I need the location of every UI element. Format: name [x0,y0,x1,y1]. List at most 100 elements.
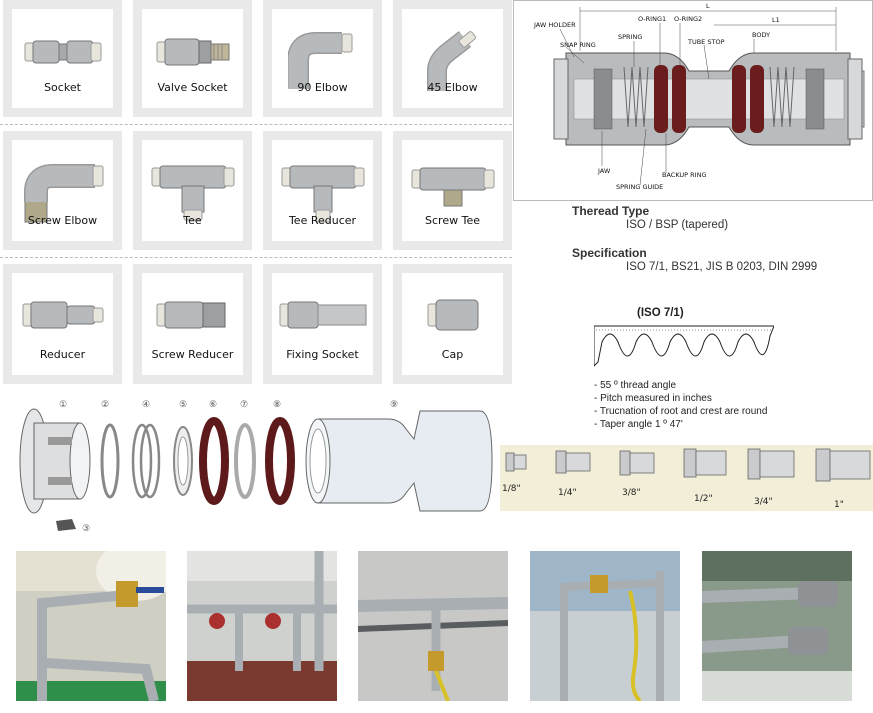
divider [0,124,512,125]
thread-size-label: 1/4" [558,488,577,498]
backup-ring-label: BACKUP RING [662,171,707,179]
thread-sizes-strip: 1/8" 1/4" 3/8" 1/2" 3/4" 1" [500,445,873,511]
part-number: ⑥ [209,399,218,409]
product-tile-socket[interactable]: Socket [3,0,122,117]
divider [0,257,512,258]
jaw-label: JAW [598,167,611,175]
product-tile-cap[interactable]: Cap [393,264,512,384]
photo-illustration [16,551,166,701]
snap-ring-label: SNAP RING [560,41,596,49]
thread-size-label: 3/8" [622,488,641,498]
screw-reducer-icon [156,301,225,329]
part-number: ⑦ [240,399,249,409]
installation-photo [358,551,508,701]
product-label: 90 Elbow [297,81,348,94]
thread-size-label: 1" [834,500,844,510]
iso-title: (ISO 7/1) [637,307,684,319]
product-card: Socket [12,9,113,108]
tee-icon [151,165,234,221]
product-label: Socket [44,81,81,94]
screw-elbow-icon [23,164,103,223]
product-card: Screw Reducer [142,273,243,375]
tee-reducer-icon [281,165,364,223]
90-elbow-icon [287,32,352,89]
product-tile-tee[interactable]: Tee [133,131,252,250]
product-label: Fixing Socket [286,348,359,361]
thread-size-label: 3/4" [754,497,773,507]
product-label: Tee Reducer [288,214,357,227]
product-grid: Socket Valve Socket 90 Elbow [0,0,512,384]
specification-heading: Specification [572,246,647,260]
product-tile-reducer[interactable]: Reducer [3,264,122,384]
installation-photo [702,551,852,701]
product-tile-90-elbow[interactable]: 90 Elbow [263,0,382,117]
part-number: ⑤ [179,399,188,409]
product-tile-45-elbow[interactable]: 45 Elbow [393,0,512,117]
parts-illustration [19,408,493,531]
reducer-icon [22,301,103,329]
body-label: BODY [752,31,771,39]
product-card: Screw Tee [402,140,503,241]
bullet-item: - Taper angle 1 º 47' [594,419,683,430]
product-card: Cap [402,273,503,375]
thread-type-heading: Theread Type [572,204,650,218]
cross-section-drawing: L L1 JAW HOLDER SNAP RING SPRING O-RING1… [513,0,873,201]
thread-type-value: ISO / BSP (tapered) [626,219,729,231]
product-card: 45 Elbow [402,9,503,108]
photo-illustration [530,551,680,701]
part-number: ① [59,399,68,409]
bullet-item: - Trucnation of root and crest are round [594,406,768,417]
exploded-parts-view: ① ② ④ ⑤ ⑥ ⑦ ⑧ ⑨ ③ [0,397,500,537]
product-card: Tee [142,140,243,241]
product-tile-screw-reducer[interactable]: Screw Reducer [133,264,252,384]
product-label: Tee [183,214,202,227]
product-tile-fixing-socket[interactable]: Fixing Socket [263,264,382,384]
dim-total-label: L [706,2,710,10]
socket-icon [24,40,101,64]
product-tile-screw-elbow[interactable]: Screw Elbow [3,131,122,250]
product-card: Screw Elbow [12,140,113,241]
product-label: Reducer [39,348,86,361]
screw-tee-icon [411,167,494,207]
jaw-holder-label: JAW HOLDER [534,21,576,29]
thread-sizes-illustration [505,448,871,482]
installation-photo [530,551,680,701]
part-number: ② [101,399,110,409]
fixing-socket-icon [279,301,366,329]
product-card: 90 Elbow [272,9,373,108]
product-tile-tee-reducer[interactable]: Tee Reducer [263,131,382,250]
part-number: ⑨ [390,399,399,409]
specification-value: ISO 7/1, BS21, JIS B 0203, DIN 2999 [626,261,818,273]
installation-photo [187,551,337,701]
product-tile-valve-socket[interactable]: Valve Socket [133,0,252,117]
thread-profile-diagram [594,325,774,367]
part-number: ⑧ [273,399,282,409]
cross-section-diagram [553,7,865,186]
thread-size-label: 1/2" [694,494,713,504]
photo-illustration [187,551,337,701]
part-number: ④ [142,399,151,409]
product-label: Screw Elbow [27,214,98,227]
thread-spec-list: - 55 º thread angle - Pitch measured in … [594,379,767,431]
product-label: Screw Tee [425,214,480,227]
photo-illustration [702,551,852,701]
product-card: Reducer [12,273,113,375]
spring-label: SPRING [618,33,643,41]
part-number: ③ [82,523,91,533]
photo-illustration [358,551,508,701]
installation-photo [16,551,166,701]
product-label: Screw Reducer [151,348,234,361]
tube-stop-label: TUBE STOP [688,38,725,46]
thread-size-label: 1/8" [502,484,521,494]
product-card: Tee Reducer [272,140,373,241]
dim-body-label: L1 [772,16,780,24]
product-card: Fixing Socket [272,273,373,375]
bullet-item: - 55 º thread angle [594,380,677,391]
cap-icon [427,299,478,331]
product-label: Valve Socket [157,81,228,94]
45-elbow-icon [426,31,476,91]
valve-socket-icon [156,38,229,66]
product-tile-screw-tee[interactable]: Screw Tee [393,131,512,250]
o-ring1-label: O-RING1 [638,15,667,23]
o-ring2-label: O-RING2 [674,15,703,23]
